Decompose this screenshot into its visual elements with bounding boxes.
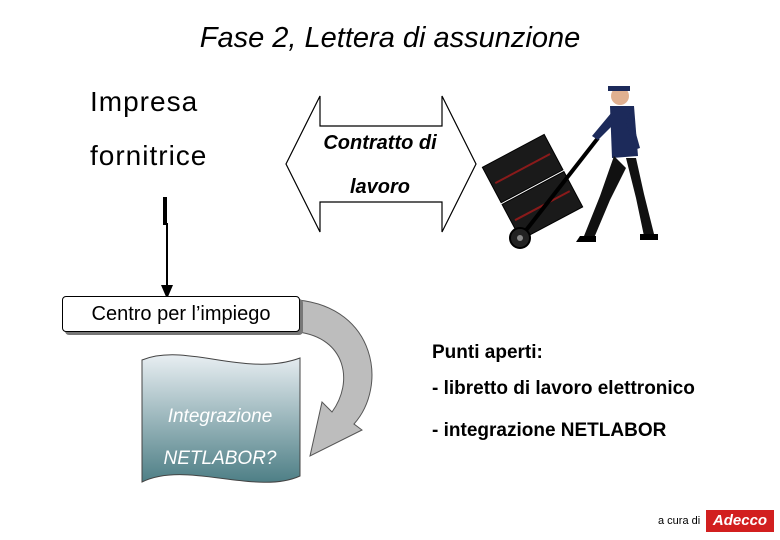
centro-impiego-box: Centro per l’impiego xyxy=(62,296,300,332)
integrazione-label-line2: NETLABOR? xyxy=(163,448,277,469)
impresa-label-line1: Impresa xyxy=(90,86,199,117)
punti-item: - integrazione NETLABOR xyxy=(432,420,667,441)
delivery-worker-icon xyxy=(481,86,658,249)
curved-arrow xyxy=(297,299,373,457)
down-arrow-head xyxy=(161,285,173,299)
integrazione-label-line1: Integrazione xyxy=(167,406,273,427)
punti-aperti-title: Punti aperti: xyxy=(432,342,543,363)
impresa-label-line2: fornitrice xyxy=(90,140,208,171)
adecco-logo: Adecco xyxy=(706,510,774,532)
double-arrow xyxy=(285,95,477,233)
double-arrow-shape xyxy=(285,95,477,233)
punti-item: - libretto di lavoro elettronico xyxy=(432,378,695,399)
contratto-label-line2: lavoro xyxy=(349,176,411,198)
page-title: Fase 2, Lettera di assunzione xyxy=(199,22,581,54)
curved-arrow-shape xyxy=(297,299,373,457)
down-arrow xyxy=(161,197,173,299)
contratto-label-line1: Contratto di xyxy=(323,132,437,154)
credit-text: a cura di xyxy=(658,515,701,527)
integrazione-scroll-shape xyxy=(141,354,301,483)
